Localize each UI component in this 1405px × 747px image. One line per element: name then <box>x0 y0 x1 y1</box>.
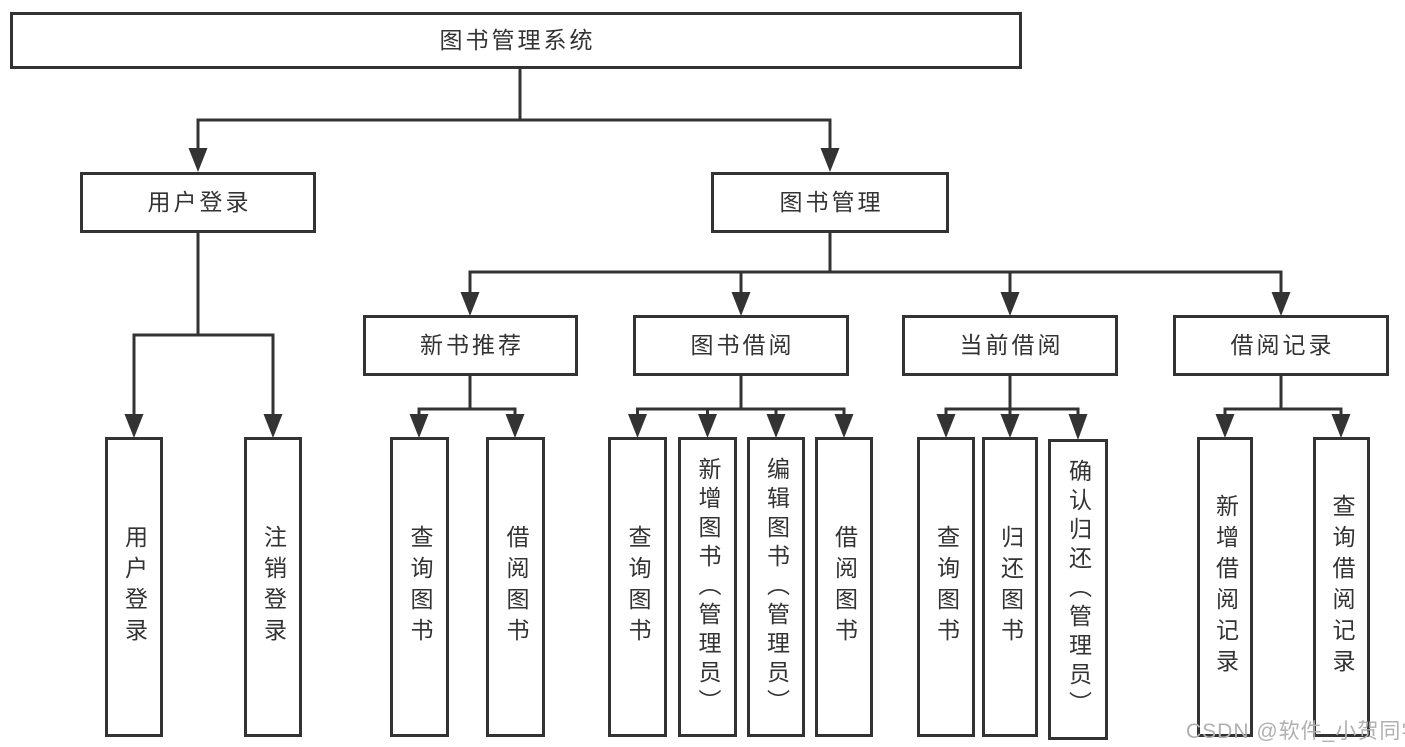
leaf-logout: 注销登录 <box>244 437 302 737</box>
node-book-management: 图书管理 <box>711 172 949 233</box>
csdn-watermark: CSDN @软件_小贺同学 <box>1186 720 1405 743</box>
leaf-confirm-return-admin: 确认归还（管理员） <box>1048 439 1108 740</box>
leaf-query-books: 查询图书 <box>917 437 975 737</box>
node-borrowing-records: 借阅记录 <box>1173 315 1389 376</box>
leaf-query-borrow-record: 查询借阅记录 <box>1313 437 1370 737</box>
node-user-login: 用户登录 <box>80 172 316 233</box>
node-new-book-recommendation: 新书推荐 <box>363 315 578 376</box>
node-book-borrowing: 图书借阅 <box>633 315 849 376</box>
node-library-system: 图书管理系统 <box>10 12 1022 69</box>
leaf-borrow-books: 借阅图书 <box>486 437 545 737</box>
leaf-add-book-admin: 新增图书（管理员） <box>678 437 737 737</box>
leaf-query-books: 查询图书 <box>390 437 449 737</box>
leaf-edit-book-admin: 编辑图书（管理员） <box>747 437 805 737</box>
leaf-add-borrow-record: 新增借阅记录 <box>1197 437 1253 737</box>
node-current-borrowing: 当前借阅 <box>902 315 1118 376</box>
leaf-borrow-books: 借阅图书 <box>815 437 873 737</box>
leaf-return-books: 归还图书 <box>982 437 1038 737</box>
leaf-user-login: 用户登录 <box>105 437 163 737</box>
leaf-query-books: 查询图书 <box>608 437 667 737</box>
